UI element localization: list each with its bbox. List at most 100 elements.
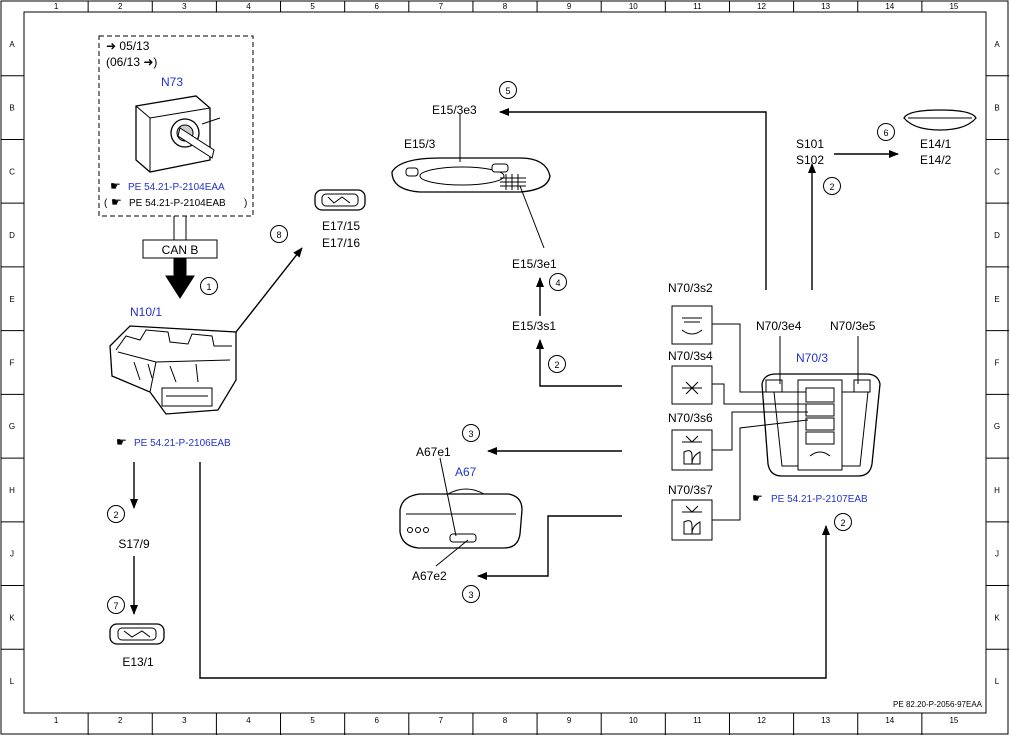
- hand-pointer-icon: ☛: [752, 491, 763, 505]
- button-s2[interactable]: [671, 305, 713, 345]
- step-markers: 1 2 2 2 2 3 3 4 5 6 7 8: [107, 81, 895, 614]
- arrow-to-a67e2: [477, 515, 622, 580]
- svg-text:3: 3: [468, 590, 473, 600]
- svg-text:2: 2: [840, 518, 845, 528]
- row-label: A: [9, 40, 15, 49]
- n10-label: N10/1: [130, 305, 162, 319]
- marker-2: 2: [834, 513, 852, 531]
- can-b-connection: CAN B: [142, 216, 218, 299]
- row-label: J: [10, 550, 14, 559]
- svg-text:2: 2: [829, 182, 834, 192]
- reading-light-icon: [681, 317, 703, 335]
- column-label: 15: [949, 2, 958, 11]
- row-label: C: [9, 167, 15, 176]
- hand-pointer-icon: ☛: [116, 435, 127, 449]
- column-label: 1: [54, 2, 59, 11]
- row-label: H: [994, 486, 1000, 495]
- row-label: B: [994, 104, 999, 113]
- row-label: F: [995, 359, 1000, 368]
- column-label: 2: [118, 2, 123, 11]
- e15-3e1-label: E15/3e1: [512, 257, 557, 271]
- can-b-label: CAN B: [162, 243, 199, 257]
- s101-label: S101: [796, 137, 824, 151]
- overhead-control-panel-icon: [391, 157, 551, 193]
- e15-3e3-label: E15/3e3: [432, 103, 477, 117]
- column-label: 4: [246, 716, 251, 725]
- column-label: 3: [182, 716, 187, 725]
- button-wires: [712, 323, 809, 521]
- arrow-n10-to-e17: [235, 247, 303, 333]
- n10-module-group: N10/1 ☛ PE 54.21-P-2106EAB: [109, 305, 237, 449]
- leader-a67e2: [435, 539, 469, 567]
- courtesy-lamp-icon: [109, 623, 165, 645]
- n70-label: N70/3: [796, 351, 828, 365]
- ref-n73-2[interactable]: ( ☛ PE 54.21-P-2104EAB ): [104, 195, 247, 209]
- row-label: D: [994, 231, 1000, 240]
- n73-ignition-group: ➜ 05/13 (06/13 ➜) N73 ☛ PE 54.21-P-2104E…: [98, 35, 254, 217]
- ignition-switch-icon: [135, 95, 221, 173]
- document-reference: PE 82.20-P-2056-97EAA: [893, 700, 983, 709]
- n70-3s4-label: N70/3s4: [668, 349, 713, 363]
- marker-2: 2: [823, 177, 841, 195]
- arrow-to-e15-3s1: [536, 339, 622, 387]
- marker-6: 6: [877, 123, 895, 141]
- marker-5: 5: [499, 81, 517, 99]
- e17-label-1: E17/15: [322, 219, 360, 233]
- a67-group: A67e1 A67 A67e2: [399, 445, 523, 583]
- svg-text:2: 2: [113, 510, 118, 520]
- marker-4: 4: [549, 273, 567, 291]
- column-label: 3: [182, 2, 187, 11]
- svg-text:2: 2: [554, 360, 559, 370]
- s102-label: S102: [796, 153, 824, 167]
- ref-n10-text: PE 54.21-P-2106EAB: [134, 438, 231, 449]
- n70-3s6-label: N70/3s6: [668, 411, 713, 425]
- s101-e14-group: S101 S102 E14/1 E14/2: [796, 109, 977, 167]
- svg-text:5: 5: [505, 86, 510, 96]
- e15-group: E15/3e3 E15/3 E15/3e1 E15/3s1: [391, 103, 557, 333]
- hand-pointer-icon: ☛: [110, 179, 121, 193]
- column-label: 9: [567, 2, 572, 11]
- column-label: 10: [629, 716, 638, 725]
- row-label: G: [994, 422, 1000, 431]
- row-label: E: [9, 295, 14, 304]
- marker-3: 3: [462, 585, 480, 603]
- n73-date-to: ➜ 05/13: [106, 39, 150, 53]
- ref-n73-1[interactable]: ☛ PE 54.21-P-2104EAA: [110, 179, 225, 193]
- row-label: K: [994, 613, 1000, 622]
- column-label: 8: [503, 2, 508, 11]
- leader-a67e1: [439, 457, 457, 537]
- s17-label: S17/9: [118, 537, 150, 551]
- column-ruler: 1122334455667788991010111112121313141415…: [54, 1, 959, 735]
- row-label: D: [9, 231, 15, 240]
- column-label: 15: [949, 716, 958, 725]
- column-label: 6: [375, 716, 380, 725]
- svg-text:1: 1: [206, 282, 211, 292]
- n73-date-from: (06/13 ➜): [106, 55, 157, 69]
- ref-n10[interactable]: ☛ PE 54.21-P-2106EAB: [116, 435, 231, 449]
- row-label: K: [9, 613, 15, 622]
- footwell-lamp-icon: [314, 189, 366, 211]
- marker-2: 2: [548, 355, 566, 373]
- svg-text:8: 8: [276, 230, 281, 240]
- button-s4[interactable]: [671, 365, 713, 405]
- column-label: 14: [885, 2, 894, 11]
- row-label: B: [9, 104, 14, 113]
- row-label: C: [994, 167, 1000, 176]
- column-label: 7: [439, 2, 444, 11]
- overhead-console-icon: [761, 373, 881, 477]
- rearview-mirror-icon: [399, 488, 523, 549]
- column-label: 4: [246, 2, 251, 11]
- ref-n70[interactable]: ☛ PE 54.21-P-2107EAB: [752, 491, 868, 505]
- interior-light-icon: [682, 381, 702, 395]
- a67-label: A67: [455, 465, 477, 479]
- svg-text:7: 7: [113, 601, 118, 611]
- column-label: 11: [693, 2, 702, 11]
- ref-n73-1-text: PE 54.21-P-2104EAA: [128, 182, 225, 193]
- signal-arrows: [199, 108, 899, 679]
- n70-3e5-label: N70/3e5: [830, 319, 876, 333]
- svg-text:4: 4: [555, 278, 560, 288]
- n73-label: N73: [161, 75, 183, 89]
- column-label: 7: [439, 716, 444, 725]
